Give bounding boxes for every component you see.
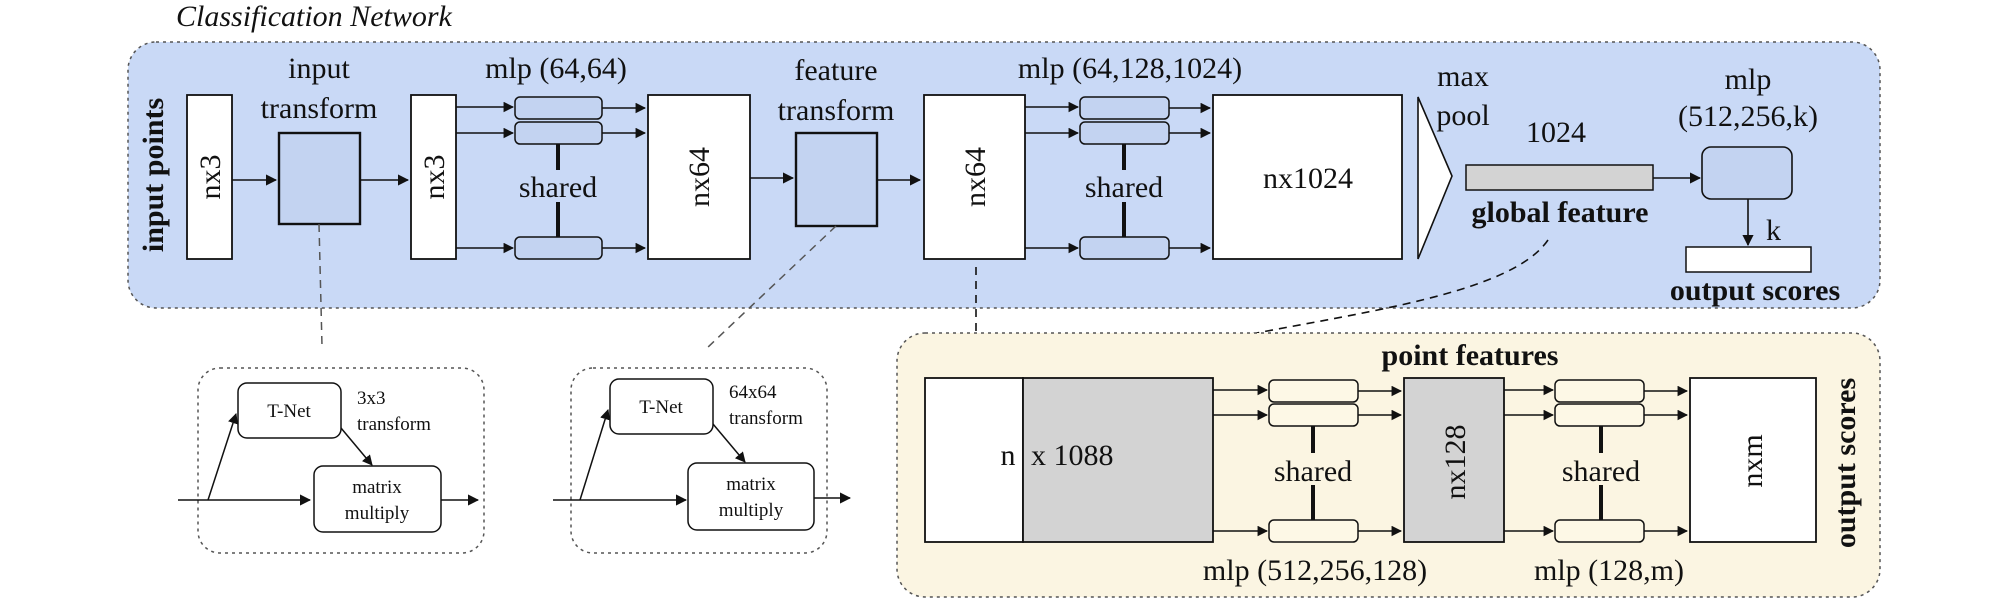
nxm-block — [1689, 377, 1817, 543]
classification-mlp-block — [1701, 146, 1793, 200]
max-pool-label-2: pool — [1436, 99, 1489, 132]
point-feature-n-label: n — [1001, 439, 1016, 472]
feature-transform-label-1: feature — [794, 54, 877, 87]
classification-network-title: Classification Network — [176, 0, 453, 33]
tnet1-matrix-label-2: multiply — [345, 503, 410, 524]
mlp1-node-2 — [514, 121, 603, 145]
tnet1-matrix-label-1: matrix — [352, 477, 402, 498]
tnet2-label: T-Net — [639, 397, 683, 418]
input-points-label: input points — [137, 98, 170, 252]
tnet1-label: T-Net — [267, 401, 311, 422]
tnet-3x3-panel — [197, 367, 485, 554]
classification-output-scores-label: output scores — [1670, 274, 1840, 307]
tnet1-matrix-multiply-block — [313, 465, 442, 533]
dashed-link-input-transform-to-tnet — [318, 223, 323, 347]
mlp1-shared-label: shared — [519, 171, 597, 204]
nx64-block-1 — [647, 94, 751, 260]
mlp2-node-1 — [1079, 96, 1170, 120]
nx64-label-1: nx64 — [683, 147, 716, 207]
tnet1-branch-arrow — [207, 413, 239, 501]
tnet1-block — [237, 382, 342, 439]
mlp-64-64-label: mlp (64,64) — [485, 52, 627, 85]
k-label: k — [1766, 214, 1781, 247]
seg-mlp1-node-1 — [1268, 379, 1359, 403]
nx1024-label: nx1024 — [1263, 162, 1353, 195]
tnet2-block — [609, 378, 714, 435]
tnet2-matrix-multiply-block — [687, 462, 815, 531]
feature-transform-label-2: transform — [778, 94, 895, 127]
point-features-label: point features — [1382, 339, 1559, 372]
point-feature-1088-block — [1022, 377, 1214, 543]
nx128-block — [1403, 377, 1505, 543]
tnet2-transform-label-1: 64x64 — [729, 382, 777, 403]
tnet2-to-matrix-arrow — [712, 423, 746, 463]
seg-mlp2-node-1 — [1554, 379, 1645, 403]
nx3-transformed-label: nx3 — [418, 155, 451, 200]
feature-transform-block — [794, 131, 879, 228]
nx3-input-label: nx3 — [194, 155, 227, 200]
global-feature-dim-label: 1024 — [1526, 116, 1586, 149]
nx64-block-2 — [923, 94, 1026, 260]
mlp2-shared-label: shared — [1085, 171, 1163, 204]
input-transform-block — [277, 131, 362, 226]
tnet2-branch-arrow — [579, 408, 611, 501]
mlp-64-128-1024-label: mlp (64,128,1024) — [1018, 52, 1242, 85]
nx3-transformed-block — [410, 94, 457, 260]
seg-mlp2-shared-label: shared — [1562, 455, 1640, 488]
mlp-512-256-k-label-1: mlp — [1725, 63, 1772, 96]
mlp2-node-2 — [1079, 121, 1170, 145]
nx128-label: nx128 — [1439, 425, 1472, 500]
tnet1-transform-label-2: transform — [357, 414, 431, 435]
seg-mlp1-shared-label: shared — [1274, 455, 1352, 488]
input-transform-label-2: transform — [261, 92, 378, 125]
seg-mlp-512-256-128-label: mlp (512,256,128) — [1203, 554, 1427, 587]
seg-mlp-128-m-label: mlp (128,m) — [1534, 554, 1684, 587]
seg-mlp1-node-3 — [1268, 519, 1359, 543]
max-pool-symbol — [1417, 96, 1453, 260]
nx64-label-2: nx64 — [959, 147, 992, 207]
tnet-64x64-panel — [570, 367, 828, 554]
mlp-512-256-k-label-2: (512,256,k) — [1678, 100, 1818, 133]
tnet2-matrix-label-2: multiply — [719, 500, 784, 521]
seg-mlp2-node-2 — [1554, 403, 1645, 427]
tnet1-to-matrix-arrow — [340, 427, 373, 466]
mlp1-node-1 — [514, 96, 603, 120]
seg-mlp1-node-2 — [1268, 403, 1359, 427]
input-transform-label-1: input — [288, 52, 350, 85]
point-feature-1088-label: x 1088 — [1031, 439, 1114, 472]
global-feature-vector — [1465, 164, 1654, 191]
output-scores-vector — [1685, 246, 1812, 273]
seg-mlp2-node-3 — [1554, 519, 1645, 543]
tnet2-transform-label-2: transform — [729, 408, 803, 429]
dashed-arrow-global-feature-to-segmentation — [1118, 239, 1549, 368]
nx1024-block — [1212, 94, 1403, 260]
mlp2-node-3 — [1079, 236, 1170, 260]
nx3-input-block — [186, 94, 233, 260]
point-feature-n-block — [924, 377, 1024, 543]
mlp1-node-3 — [514, 236, 603, 260]
tnet2-matrix-label-1: matrix — [726, 474, 776, 495]
global-feature-label: global feature — [1472, 196, 1649, 229]
tnet1-transform-label-1: 3x3 — [357, 388, 386, 409]
max-pool-label-1: max — [1437, 60, 1489, 93]
dashed-link-feature-transform-to-tnet — [705, 225, 837, 350]
nxm-label: nxm — [1736, 434, 1769, 487]
segmentation-output-scores-label: output scores — [1829, 378, 1862, 548]
